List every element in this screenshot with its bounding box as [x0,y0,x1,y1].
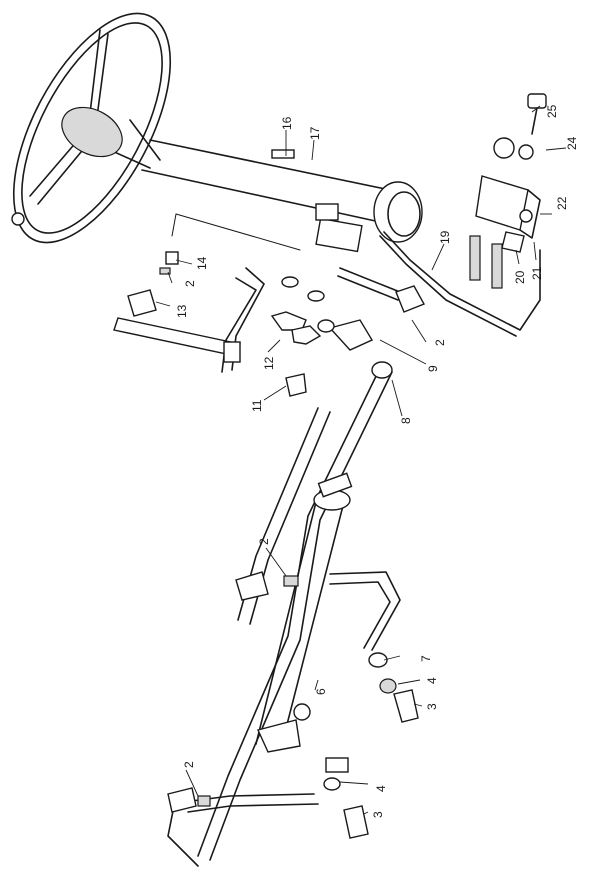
callout-labels: 16 17 19 20 21 22 24 25 14 2 13 12 11 2 … [175,104,579,818]
callout-19: 19 [438,230,452,244]
callout-22: 22 [555,196,569,210]
fittings-and-fasteners [113,149,425,839]
hydraulic-cylinder [255,472,353,753]
callout-4-upper: 4 [425,677,439,684]
callout-3-upper: 3 [425,703,439,710]
callout-25: 25 [545,104,559,118]
callout-14: 14 [195,256,209,270]
callout-12: 12 [262,356,276,370]
callout-8: 8 [399,417,413,424]
callout-16: 16 [280,116,294,130]
steering-wheel [11,12,172,244]
callout-2-upper-right: 2 [433,339,447,346]
callout-13: 13 [175,304,189,318]
callout-21: 21 [530,266,544,280]
callout-2-upper-left: 2 [183,280,197,287]
callout-6: 6 [314,688,328,695]
leader-lines [155,105,567,815]
steering-column [129,119,423,253]
hydraulic-lines [167,231,541,867]
callout-3-lower: 3 [371,811,385,818]
callout-9: 9 [426,365,440,372]
callout-2-lower: 2 [182,761,196,768]
callout-24: 24 [565,136,579,150]
callout-17: 17 [308,126,322,140]
callout-20: 20 [513,270,527,284]
steering-valve-block [469,93,547,289]
callout-11: 11 [250,399,264,412]
callout-4-lower: 4 [374,785,388,792]
callout-7: 7 [419,655,433,662]
callout-2-middle: 2 [257,538,271,545]
